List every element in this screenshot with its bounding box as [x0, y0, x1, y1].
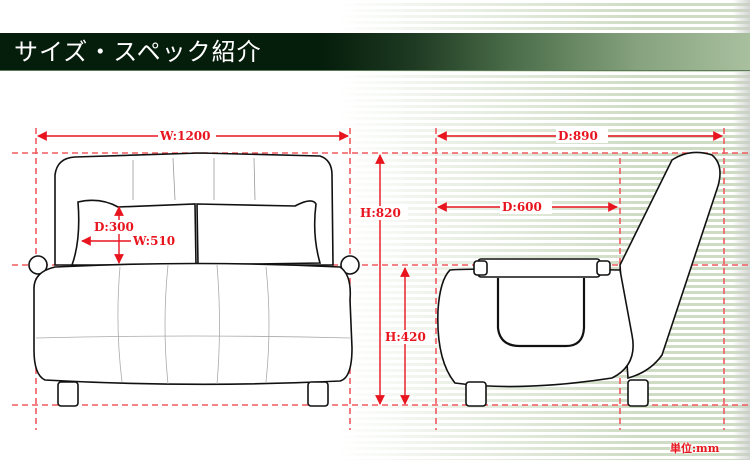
front-seat-height-label: H:420 — [385, 330, 426, 344]
title-bar: サイズ・スペック紹介 — [0, 33, 750, 71]
unit-label: 単位:mm — [670, 442, 720, 455]
dimension-labels: W:1200 H:820 H:420 D:300 W:510 D:890 D:6… — [92, 129, 608, 344]
page-title: サイズ・スペック紹介 — [14, 38, 262, 66]
sofa-side-view — [437, 151, 721, 407]
front-height-total-label: H:820 — [360, 206, 401, 220]
cushion-width-label: W:510 — [132, 234, 175, 248]
cushion-depth-label: D:300 — [94, 220, 134, 234]
sofa-front-view — [28, 152, 360, 407]
side-total-depth-label: D:890 — [558, 129, 598, 143]
background-edge-shade — [732, 0, 750, 460]
side-seat-depth-label: D:600 — [502, 200, 542, 214]
front-width-label: W:1200 — [159, 129, 211, 143]
